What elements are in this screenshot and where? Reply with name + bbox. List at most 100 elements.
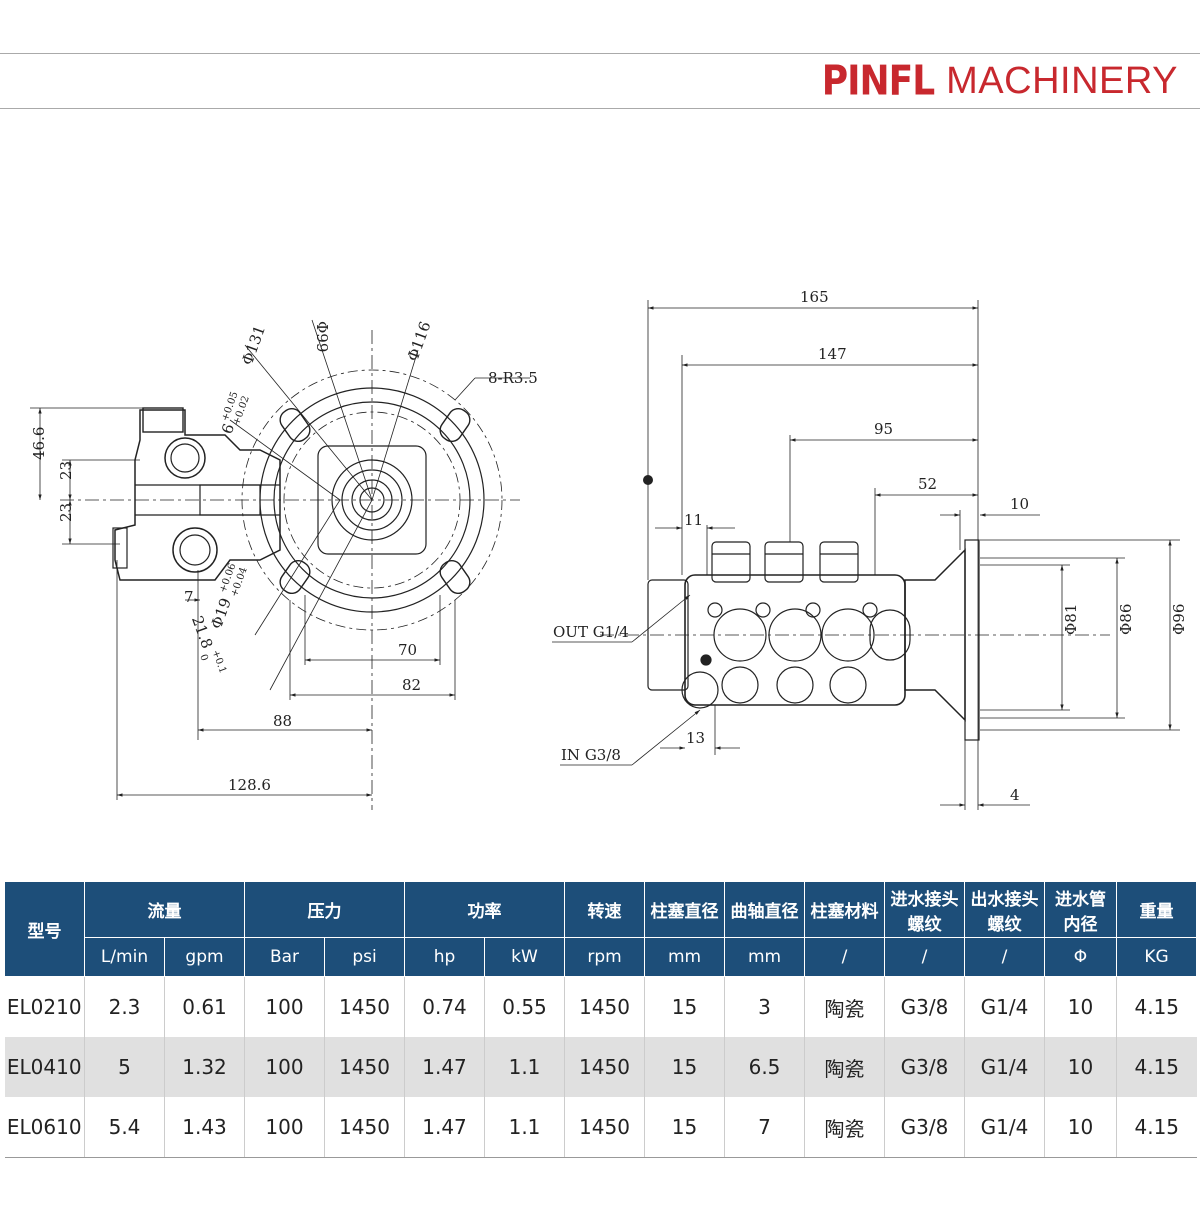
dim-165: 165: [800, 288, 829, 306]
col-inlet-thread: 进水接头螺纹: [884, 881, 965, 938]
cell: 1.47: [404, 1037, 485, 1097]
cell: 6.5: [724, 1037, 805, 1097]
cell: 1450: [324, 1037, 405, 1097]
col-inlet-hose: 进水管内径: [1044, 881, 1117, 938]
unit-lmin: L/min: [84, 937, 165, 977]
cell: G3/8: [884, 1037, 965, 1097]
dim-4: 4: [1010, 786, 1020, 804]
table-row: EL0210 2.3 0.61 100 1450 0.74 0.55 1450 …: [4, 976, 1197, 1037]
cell: 100: [244, 1097, 325, 1158]
out-port-label: OUT G1/4: [553, 623, 629, 641]
unit-outlet: /: [964, 937, 1045, 977]
spec-table: 型号 流量 压力 功率 转速 柱塞直径 曲轴直径 柱塞材料 进水接头螺纹 出水接…: [4, 881, 1197, 1158]
dim-70: 70: [398, 641, 417, 659]
cell-model: EL0410: [4, 1037, 85, 1097]
cell: 5.4: [84, 1097, 165, 1158]
dim-13: 13: [686, 729, 705, 747]
unit-kw: kW: [484, 937, 565, 977]
cell: 1.32: [164, 1037, 245, 1097]
col-plunger-dia: 柱塞直径: [644, 881, 725, 938]
dim-46-6: 46.6: [30, 427, 48, 460]
dim-147: 147: [818, 345, 847, 363]
cell: G1/4: [964, 976, 1045, 1037]
cell: 陶瓷: [804, 976, 885, 1037]
cell: 3: [724, 976, 805, 1037]
dim-52: 52: [918, 475, 937, 493]
col-crank-dia: 曲轴直径: [724, 881, 805, 938]
cell: G1/4: [964, 1037, 1045, 1097]
dim-d131: Φ131: [238, 323, 269, 368]
dim-23-top: 23: [57, 461, 75, 480]
unit-hp: hp: [404, 937, 485, 977]
dim-23-bottom: 23: [57, 503, 75, 522]
unit-hose: Φ: [1044, 937, 1117, 977]
cell: 7: [724, 1097, 805, 1158]
cell: 15: [644, 976, 725, 1037]
dim-128-6: 128.6: [228, 776, 271, 794]
dim-d116: Φ116: [404, 319, 435, 364]
unit-mm-plunger: mm: [644, 937, 725, 977]
tol-19: Φ19: [207, 596, 235, 632]
col-power: 功率: [404, 881, 565, 938]
brand-header: PINFL MACHINERY: [821, 57, 1178, 105]
col-pressure: 压力: [244, 881, 405, 938]
cell: 1450: [564, 1097, 645, 1158]
cell: 1.1: [484, 1037, 565, 1097]
cell-model: EL0210: [4, 976, 85, 1037]
dim-d81: Φ81: [1062, 604, 1080, 635]
dim-82: 82: [402, 676, 421, 694]
dim-95: 95: [874, 420, 893, 438]
cell-model: EL0610: [4, 1097, 85, 1158]
technical-drawing: Φ131 Φ99 Φ116 8-R3.5 6 +0.05 +0.02 Φ19 +…: [30, 288, 1188, 810]
unit-inlet: /: [884, 937, 965, 977]
cell: 1.47: [404, 1097, 485, 1158]
cell: 0.74: [404, 976, 485, 1037]
side-view-labels: 165 147 95 52 10 11 13 4 Φ81 Φ86 Φ96 OUT…: [553, 288, 1188, 804]
col-plunger-material: 柱塞材料: [804, 881, 885, 938]
col-outlet-thread: 出水接头螺纹: [964, 881, 1045, 938]
dim-88: 88: [273, 712, 292, 730]
col-weight: 重量: [1116, 881, 1197, 938]
col-model: 型号: [4, 881, 85, 977]
dim-7: 7: [184, 588, 194, 606]
cell: 2.3: [84, 976, 165, 1037]
front-view-labels: Φ131 Φ99 Φ116 8-R3.5 6 +0.05 +0.02 Φ19 +…: [30, 319, 538, 794]
unit-rpm: rpm: [564, 937, 645, 977]
dim-d86: Φ86: [1117, 604, 1135, 635]
cell: 15: [644, 1097, 725, 1158]
unit-mm-crank: mm: [724, 937, 805, 977]
front-view: [30, 319, 530, 810]
cell: 1450: [564, 976, 645, 1037]
table-row: EL0410 5 1.32 100 1450 1.47 1.1 1450 15 …: [4, 1037, 1197, 1097]
dim-10: 10: [1010, 495, 1029, 513]
cell: G3/8: [884, 1097, 965, 1158]
cell: 100: [244, 976, 325, 1037]
side-view: [552, 300, 1180, 810]
dim-11: 11: [684, 511, 703, 529]
brand-name: MACHINERY: [946, 59, 1178, 102]
unit-psi: psi: [324, 937, 405, 977]
dim-d96: Φ96: [1170, 604, 1188, 635]
dim-8-r3-5: 8-R3.5: [488, 369, 538, 387]
svg-text:0: 0: [197, 653, 210, 663]
svg-text:+0.1: +0.1: [209, 648, 228, 675]
cell: G1/4: [964, 1097, 1045, 1158]
unit-gpm: gpm: [164, 937, 245, 977]
cell: 4.15: [1134, 995, 1180, 1019]
cell: 陶瓷: [804, 1097, 885, 1158]
cell: 0.61: [164, 976, 245, 1037]
cell: 100: [244, 1037, 325, 1097]
cell: 陶瓷: [804, 1037, 885, 1097]
cell: 0.55: [484, 976, 565, 1037]
cell: 10: [1044, 1037, 1117, 1097]
cell: 4.15: [1116, 1097, 1197, 1158]
cell: 1.1: [484, 1097, 565, 1158]
cell: 10: [1044, 976, 1117, 1037]
cell: 4.15: [1116, 1037, 1197, 1097]
header-rule: [0, 108, 1200, 109]
cell: 1450: [324, 1097, 405, 1158]
in-port-label: IN G3/8: [561, 746, 621, 764]
brand-logo: PINFL: [821, 57, 935, 105]
unit-material: /: [804, 937, 885, 977]
cell: G3/8: [884, 976, 965, 1037]
